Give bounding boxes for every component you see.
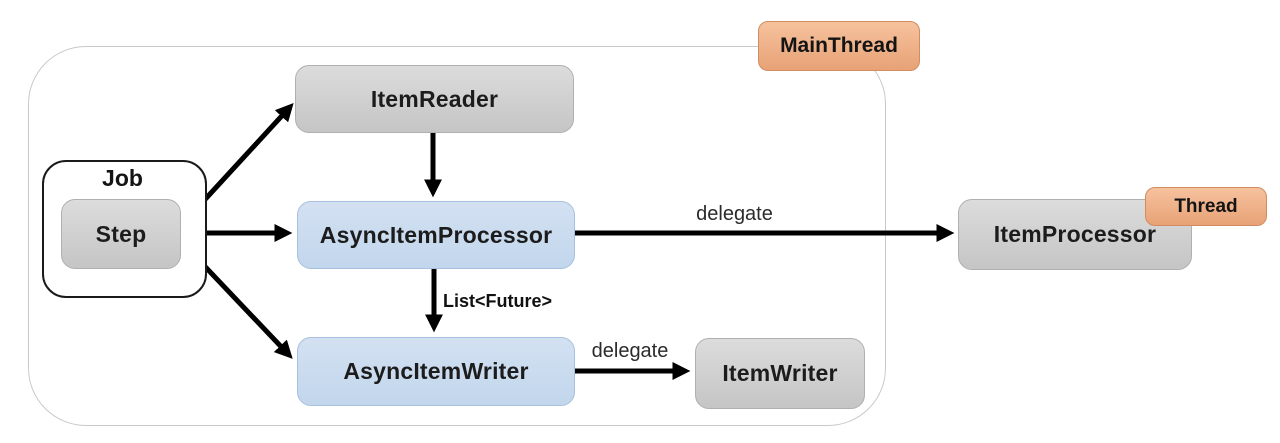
edge-label-writer-delegate: delegate bbox=[591, 340, 669, 362]
edge-label-list-future: List<Future> bbox=[443, 291, 553, 311]
node-step: Step bbox=[61, 199, 181, 269]
job-group-label: Job bbox=[102, 165, 143, 191]
mainthread-badge: MainThread bbox=[758, 21, 920, 71]
thread-badge: Thread bbox=[1145, 187, 1267, 226]
node-item-writer: ItemWriter bbox=[695, 338, 865, 409]
node-item-processor: ItemProcessor bbox=[958, 199, 1192, 270]
node-async-item-writer: AsyncItemWriter bbox=[297, 337, 575, 406]
node-item-reader: ItemReader bbox=[295, 65, 574, 133]
edge-label-processor-delegate: delegate bbox=[696, 203, 773, 225]
node-async-item-processor: AsyncItemProcessor bbox=[297, 201, 575, 269]
